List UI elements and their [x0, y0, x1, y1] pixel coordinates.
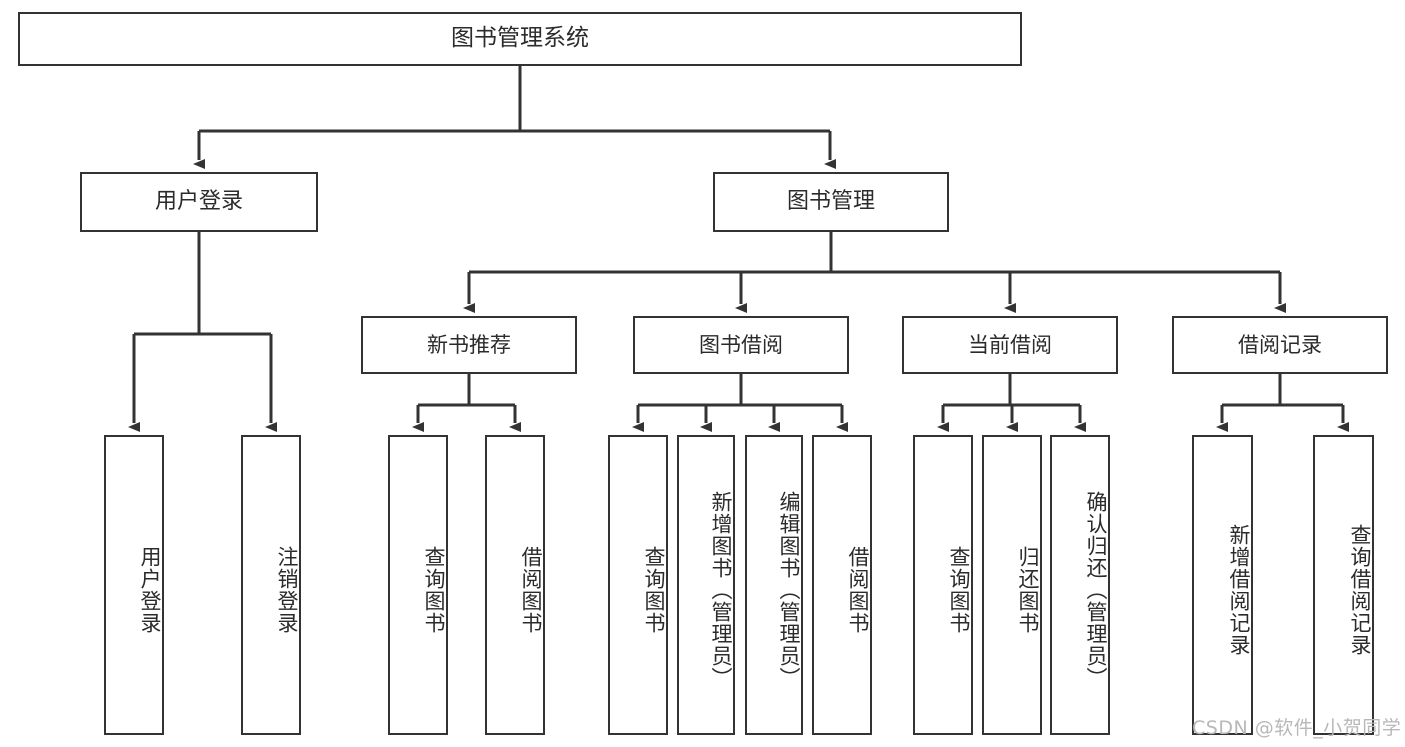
node-new-book-rec[interactable]: 新书推荐: [361, 316, 577, 374]
leaf-add-book[interactable]: 新增图书（管理员）: [677, 435, 735, 735]
leaf-edit-book-label: 编辑图书（管理员）: [777, 491, 801, 689]
node-new-book-rec-label: 新书推荐: [427, 332, 511, 357]
node-current-borrow[interactable]: 当前借阅: [902, 316, 1118, 374]
leaf-add-record-label: 新增借阅记录: [1227, 524, 1251, 656]
leaf-user-login[interactable]: 用户登录: [104, 435, 164, 735]
leaf-confirm-return[interactable]: 确认归还（管理员）: [1050, 435, 1110, 735]
leaf-add-record[interactable]: 新增借阅记录: [1192, 435, 1253, 735]
leaf-borrow-book-2[interactable]: 借阅图书: [812, 435, 872, 735]
node-book-manage-label: 图书管理: [786, 189, 875, 215]
leaf-logout-label: 注销登录: [275, 546, 299, 634]
node-book-borrow[interactable]: 图书借阅: [633, 316, 849, 374]
node-book-manage[interactable]: 图书管理: [713, 172, 949, 232]
leaf-query-book-3[interactable]: 查询图书: [913, 435, 973, 735]
csdn-watermark: CSDN @软件_小贺同学: [1192, 717, 1402, 739]
leaf-return-book[interactable]: 归还图书: [982, 435, 1042, 735]
leaf-query-book-1-label: 查询图书: [422, 546, 446, 634]
leaf-logout[interactable]: 注销登录: [241, 435, 301, 735]
node-current-borrow-label: 当前借阅: [968, 332, 1052, 357]
leaf-query-record[interactable]: 查询借阅记录: [1313, 435, 1374, 735]
node-book-borrow-label: 图书借阅: [699, 332, 783, 357]
leaf-query-record-label: 查询借阅记录: [1348, 524, 1372, 656]
node-borrow-record-label: 借阅记录: [1238, 332, 1322, 357]
leaf-add-book-label: 新增图书（管理员）: [709, 491, 733, 689]
leaf-edit-book[interactable]: 编辑图书（管理员）: [745, 435, 803, 735]
leaf-query-book-2-label: 查询图书: [642, 546, 666, 634]
leaf-query-book-1[interactable]: 查询图书: [388, 435, 448, 735]
leaf-confirm-return-label: 确认归还（管理员）: [1084, 491, 1108, 689]
leaf-return-book-label: 归还图书: [1016, 546, 1040, 634]
leaf-borrow-book-1[interactable]: 借阅图书: [485, 435, 545, 735]
node-root[interactable]: 图书管理系统: [18, 12, 1022, 66]
node-borrow-record[interactable]: 借阅记录: [1172, 316, 1388, 374]
node-root-label: 图书管理系统: [451, 25, 589, 52]
leaf-query-book-3-label: 查询图书: [947, 546, 971, 634]
leaf-query-book-2[interactable]: 查询图书: [608, 435, 668, 735]
node-user-login-label: 用户登录: [154, 189, 243, 215]
leaf-user-login-label: 用户登录: [138, 546, 162, 634]
leaf-borrow-book-1-label: 借阅图书: [519, 546, 543, 634]
leaf-borrow-book-2-label: 借阅图书: [846, 546, 870, 634]
node-user-login[interactable]: 用户登录: [80, 172, 318, 232]
